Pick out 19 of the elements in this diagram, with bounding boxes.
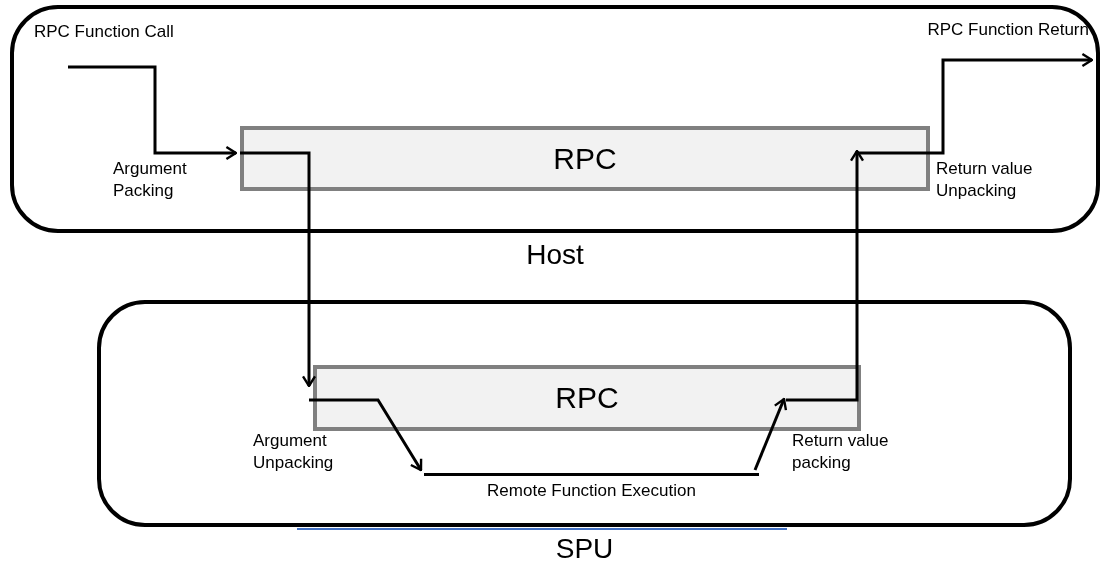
step-label: Return value packing bbox=[792, 430, 890, 474]
rpc-box bbox=[240, 126, 930, 191]
flow-arrow bbox=[753, 397, 788, 471]
flow-arrow bbox=[309, 398, 423, 472]
flow-arrow bbox=[68, 65, 238, 161]
container-title: SPU bbox=[554, 533, 615, 565]
flow-label: RPC Function Call bbox=[34, 22, 174, 42]
flow-label: RPC Function Return bbox=[927, 20, 1089, 40]
rpc-box bbox=[313, 365, 861, 431]
container-title: Host bbox=[525, 239, 585, 271]
flow-arrow bbox=[240, 151, 317, 388]
step-label: Remote Function Execution bbox=[486, 481, 697, 501]
step-label: Argument Unpacking bbox=[253, 430, 335, 474]
box-label: RPC bbox=[554, 381, 620, 415]
flow-arrow bbox=[857, 52, 1094, 155]
flow-arrow bbox=[786, 149, 865, 402]
step-label: Argument Packing bbox=[113, 158, 188, 202]
step-label: Return value Unpacking bbox=[936, 158, 1034, 202]
box-label: RPC bbox=[552, 142, 618, 176]
